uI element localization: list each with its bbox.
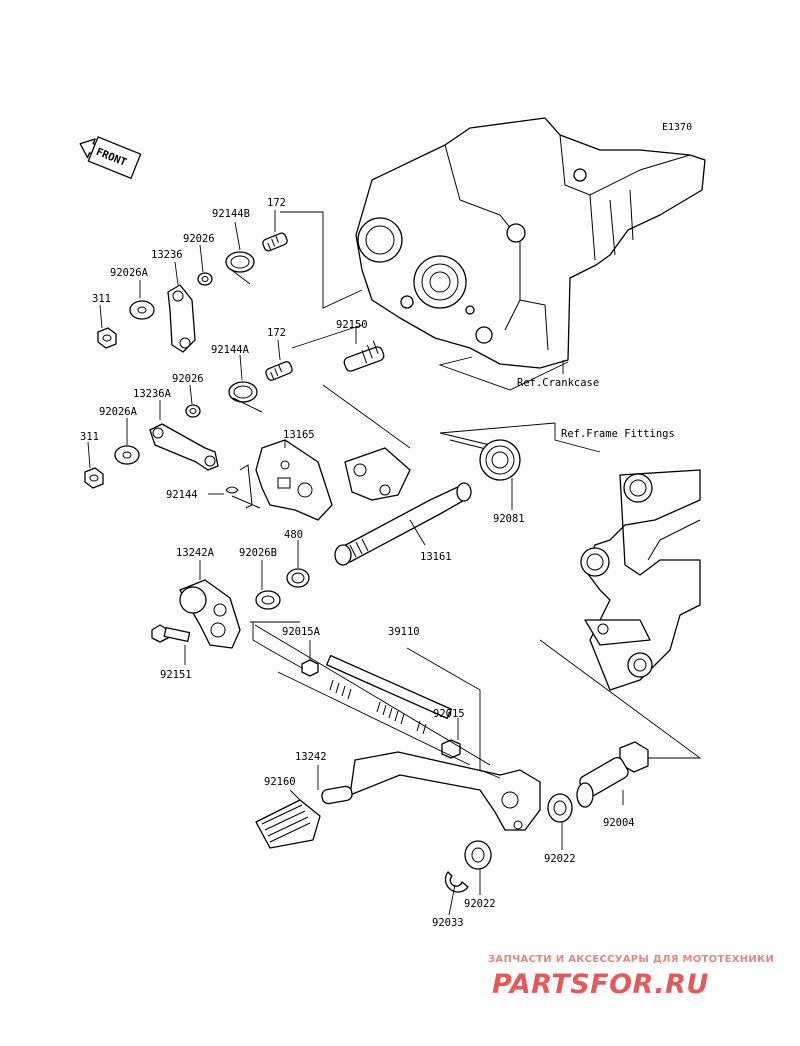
label-172-mid: 172: [267, 327, 286, 339]
label-92015a: 92015A: [282, 626, 321, 638]
ref-crankcase: Ref.Crankcase: [517, 377, 599, 389]
label-92144b: 92144B: [212, 208, 250, 220]
tie-rod-39110: [301, 654, 461, 759]
watermark: ЗАПЧАСТИ И АКСЕССУАРЫ ДЛЯ МОТОТЕХНИКИ PA…: [488, 954, 774, 1000]
label-39110: 39110: [388, 626, 420, 638]
pedal-rubber-92160: [255, 799, 321, 849]
crankcase-illustration: [355, 117, 706, 369]
front-arrow-icon: FRONT: [79, 136, 142, 179]
label-92026a-mid: 92026A: [99, 406, 138, 418]
label-92081: 92081: [493, 513, 525, 525]
label-92026b: 92026B: [239, 547, 277, 559]
label-92022-right: 92022: [544, 853, 576, 865]
label-311-top: 311: [92, 293, 111, 305]
label-13236: 13236: [151, 249, 183, 261]
watermark-tagline: ЗАПЧАСТИ И АКСЕССУАРЫ ДЛЯ МОТОТЕХНИКИ: [488, 954, 774, 965]
label-92015: 92015: [433, 708, 465, 720]
label-92144a: 92144A: [211, 344, 250, 356]
label-92026-mid: 92026: [172, 373, 204, 385]
label-92004: 92004: [603, 817, 635, 829]
washer-92022-b: [464, 840, 492, 870]
watermark-brand: PARTSFOR.RU: [492, 969, 709, 1000]
middle-linkage: [84, 361, 293, 489]
label-92150: 92150: [336, 319, 368, 331]
label-311-mid: 311: [80, 431, 99, 443]
pin-92150: [343, 340, 385, 372]
shift-shaft-13161: [334, 447, 472, 566]
label-13236a: 13236A: [133, 388, 172, 400]
label-92026a-top: 92026A: [110, 267, 149, 279]
circlip-480: [286, 568, 310, 588]
label-172-top: 172: [267, 197, 286, 209]
ref-frame-fittings: Ref.Frame Fittings: [561, 428, 675, 440]
label-13161: 13161: [420, 551, 452, 563]
label-92144: 92144: [166, 489, 198, 501]
shift-plate: [225, 439, 333, 521]
pivot-bolt-92004: [576, 741, 649, 808]
label-92160: 92160: [264, 776, 296, 788]
label-92022-left: 92022: [464, 898, 496, 910]
label-13242a: 13242A: [176, 547, 215, 559]
label-13165: 13165: [283, 429, 315, 441]
spring-92081: [439, 432, 521, 481]
label-92033: 92033: [432, 917, 464, 929]
washer-92022-a: [547, 793, 573, 823]
shift-pedal-13242: [321, 751, 541, 831]
label-480: 480: [284, 529, 303, 541]
joint-13242a: [151, 579, 241, 649]
upper-linkage: [97, 232, 288, 353]
washer-92026b: [255, 590, 281, 610]
label-92026-top: 92026: [183, 233, 215, 245]
clip-92033: [444, 871, 469, 893]
part-labels: 172 92144B 92026 13236 92026A 311 92150 …: [80, 197, 675, 929]
diagram-code: E1370: [662, 122, 692, 133]
label-92151: 92151: [160, 669, 192, 681]
leader-lines: [87, 210, 702, 916]
frame-fittings-illustration: [580, 469, 701, 691]
label-13242: 13242: [295, 751, 327, 763]
